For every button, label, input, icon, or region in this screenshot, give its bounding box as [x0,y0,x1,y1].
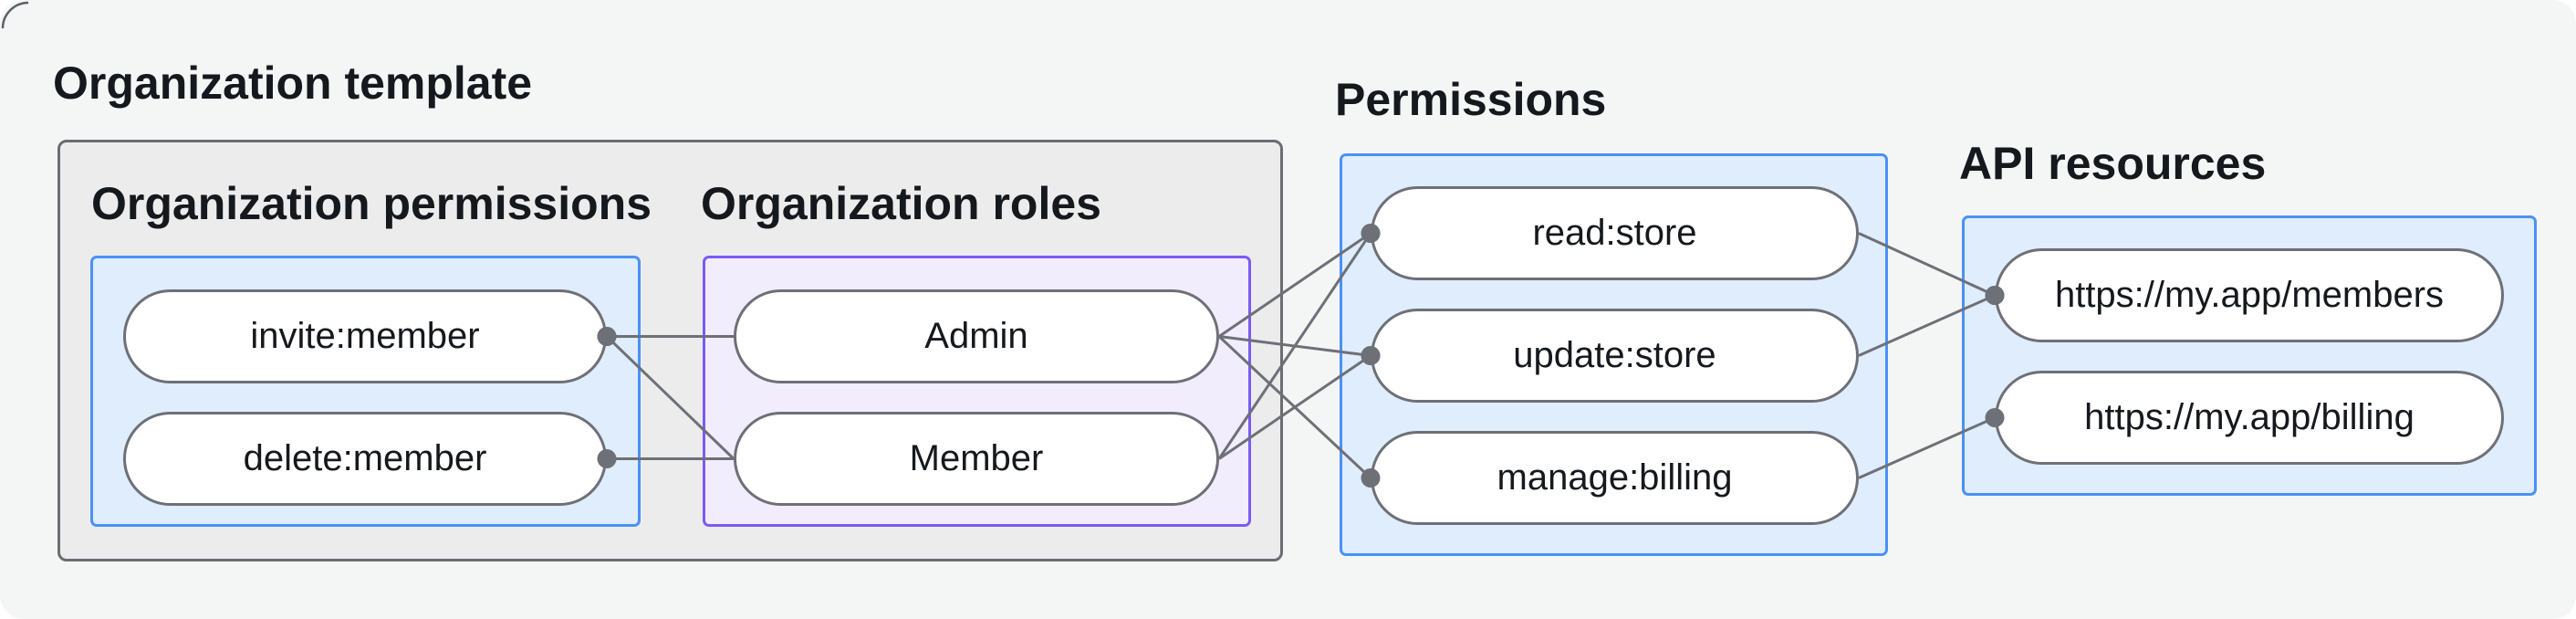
screenshot-corner-artifact [2565,608,2575,618]
node-read-store: read:store [1371,186,1859,280]
org-roles-title: Organization roles [701,178,1101,229]
api-resources-title: API resources [1959,138,2267,189]
org-permissions-title: Organization permissions [91,178,652,229]
screenshot-corner-artifact [1,1,29,29]
node-member-role: Member [734,412,1219,506]
node-billing-api-url: https://my.app/billing [1995,371,2504,465]
node-manage-billing: manage:billing [1371,431,1859,525]
node-members-api-url: https://my.app/members [1995,248,2504,342]
node-update-store: update:store [1371,309,1859,403]
org-template-title: Organization template [53,58,533,109]
node-delete-member: delete:member [123,412,607,506]
node-invite-member: invite:member [123,289,607,383]
permissions-title: Permissions [1335,74,1607,125]
node-admin-role: Admin [734,289,1219,383]
